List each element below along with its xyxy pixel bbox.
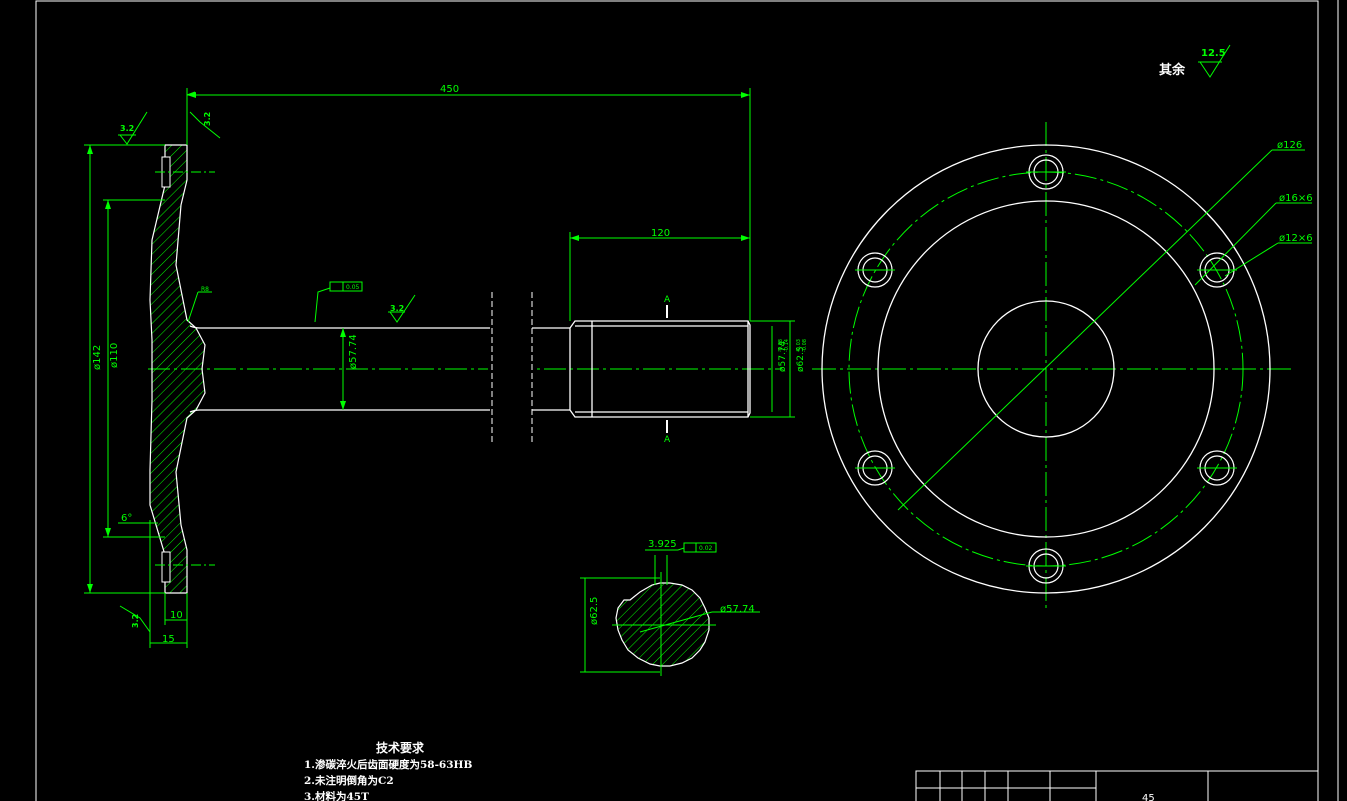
roughness-shaft: 3.2 (390, 304, 404, 313)
tol-b: -0.14 (784, 339, 790, 352)
flange-inner-circle (877, 200, 1215, 538)
roughness-remaining-value: 12.5 (1201, 48, 1226, 59)
spline-outline (569, 320, 751, 418)
drawing-border (35, 0, 1339, 801)
tol-c: -0.03 (796, 339, 802, 352)
section-inner-dia: ø57.74 (720, 604, 755, 615)
shaft-side-view: A A (84, 44, 1231, 648)
tech-title: 技术要求 (376, 740, 425, 755)
dim-shaft-dia: ø57.74 (348, 334, 359, 369)
flange-front-view: ø126 ø16×6 ø12×6 (812, 122, 1313, 610)
dim-flange-thk-15: 15 (162, 634, 175, 645)
gdt-runout-value: 0.05 (346, 284, 360, 291)
dim-flange-inner-dia: ø110 (109, 343, 120, 368)
roughness-flange-face: 3.2 (120, 124, 134, 133)
shaft-lower-edge (189, 409, 490, 413)
dim-bolt-circle: ø126 (1277, 140, 1302, 151)
dim-taper-angle: 6° (121, 513, 132, 524)
dim-holes-inner: ø12×6 (1279, 233, 1313, 244)
tol-a: -0.08 (778, 339, 784, 352)
dim-spline-minor: ø57.74 (778, 340, 788, 372)
roughness-flange-bottom: 3.2 (131, 614, 140, 628)
tol-d: -0.08 (802, 339, 808, 352)
flange-section (149, 144, 206, 594)
section-outer-dia: ø62.5 (589, 597, 600, 625)
tech-item-1: 1.渗碳淬火后齿面硬度为58-63HB (304, 758, 472, 771)
dim-fillet: R8 (201, 286, 209, 293)
dim-spline-length: 120 (651, 228, 670, 239)
flange-hole-bottom (161, 551, 171, 583)
gdt-section-tol: 0.02 (699, 545, 713, 552)
title-block-partial: 45 (1142, 793, 1155, 801)
dim-flange-dia: ø142 (92, 345, 103, 370)
technical-requirements: 技术要求 1.渗碳淬火后齿面硬度为58-63HB 2.未注明倒角为C2 3.材料… (304, 740, 472, 801)
title-block (915, 770, 1319, 801)
tech-item-2: 2.未注明倒角为C2 (304, 774, 394, 787)
hub-circle (977, 300, 1115, 438)
section-marker-bottom: A (664, 435, 671, 445)
section-spline-width: 3.925 (648, 539, 677, 550)
roughness-flange-back: 3.2 (203, 112, 212, 126)
shaft-upper-edge (189, 325, 490, 329)
flange-outer-circle (821, 144, 1271, 594)
dim-overall-length: 450 (440, 84, 459, 95)
dim-spline-od: ø62.5 (796, 346, 806, 372)
dim-flange-thk-10: 10 (170, 610, 183, 621)
tech-item-3: 3.材料为45T (304, 790, 369, 801)
dim-holes-outer: ø16×6 (1279, 193, 1313, 204)
spline-section-view: 3.925 ø62.5 ø57.74 0.02 (580, 539, 760, 676)
roughness-remaining-label: 其余 (1159, 62, 1186, 78)
section-marker-top: A (664, 295, 671, 305)
